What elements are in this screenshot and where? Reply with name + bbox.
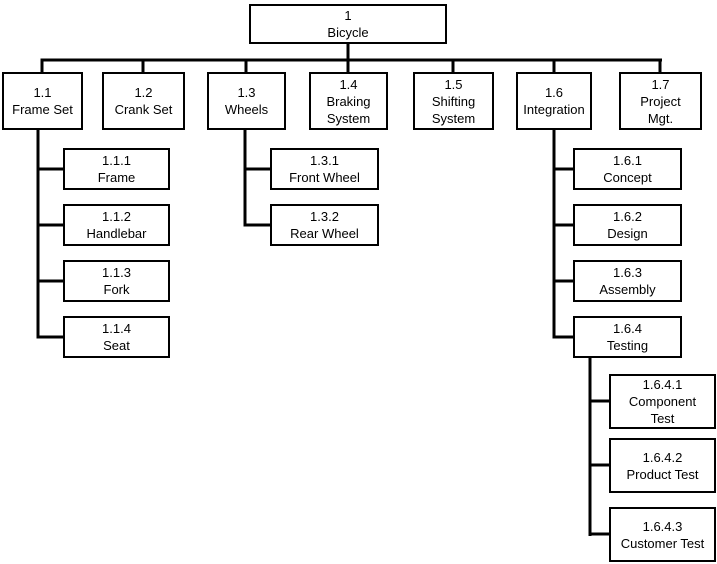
wbs-node-label: Testing	[606, 338, 649, 353]
wbs-node-code: 1.6	[544, 85, 564, 100]
wbs-node-code: 1	[344, 8, 352, 23]
wbs-node-code: 1.1.1	[102, 153, 131, 168]
wbs-node-label: Component Test	[628, 394, 697, 426]
wbs-node-shifting-system: 1.5 Shifting System	[413, 72, 494, 130]
wbs-node-code: 1.5	[444, 76, 463, 92]
wbs-node-code: 1.1.4	[102, 321, 131, 336]
wbs-node-bicycle: 1 Bicycle	[249, 4, 447, 44]
wbs-node-code: 1.6.4.3	[642, 518, 683, 534]
wbs-node-label: Seat	[103, 338, 130, 353]
wbs-node-testing: 1.6.4 Testing	[573, 316, 682, 358]
connector-frame-set-branch	[36, 128, 64, 339]
wbs-node-label: Crank Set	[114, 102, 173, 117]
wbs-node-handlebar: 1.1.2 Handlebar	[63, 204, 170, 246]
wbs-node-code: 1.6.2	[613, 209, 642, 224]
wbs-node-label: Project Mgt.	[640, 93, 681, 126]
wbs-node-code: 1.6.1	[613, 153, 642, 168]
wbs-node-label: Design	[607, 226, 648, 241]
connector-wheels-branch	[243, 128, 271, 227]
wbs-node-front-wheel: 1.3.1 Front Wheel	[270, 148, 379, 190]
wbs-node-customer-test: 1.6.4.3 Customer Test	[609, 507, 716, 562]
wbs-node-design: 1.6.2 Design	[573, 204, 682, 246]
wbs-node-code: 1.1.3	[102, 265, 131, 280]
wbs-node-code: 1.1	[33, 85, 52, 100]
wbs-node-crank-set: 1.2 Crank Set	[102, 72, 185, 130]
wbs-node-label: Product Test	[626, 466, 699, 482]
wbs-node-label: Assembly	[599, 282, 656, 297]
wbs-node-code: 1.6.4.1	[642, 377, 683, 392]
wbs-node-component-test: 1.6.4.1 Component Test	[609, 374, 716, 429]
wbs-node-label: Rear Wheel	[290, 226, 359, 241]
wbs-node-code: 1.3.2	[310, 209, 339, 224]
wbs-node-label: Front Wheel	[289, 170, 360, 185]
connector-integration-branch	[552, 128, 574, 339]
wbs-node-label: Shifting System	[431, 93, 476, 126]
wbs-node-rear-wheel: 1.3.2 Rear Wheel	[270, 204, 379, 246]
wbs-node-code: 1.7	[651, 76, 670, 92]
wbs-node-label: Fork	[103, 282, 130, 297]
wbs-node-wheels: 1.3 Wheels	[207, 72, 286, 130]
connector-testing-branch	[588, 356, 610, 536]
wbs-node-label: Wheels	[224, 102, 269, 117]
wbs-node-code: 1.6.4	[613, 321, 642, 336]
wbs-node-code: 1.1.2	[102, 209, 131, 224]
wbs-node-code: 1.3.1	[310, 153, 339, 168]
wbs-node-fork: 1.1.3 Fork	[63, 260, 170, 302]
wbs-node-label: Frame	[97, 170, 136, 185]
wbs-node-label: Braking System	[326, 93, 371, 126]
wbs-node-label: Handlebar	[86, 226, 147, 241]
wbs-node-project-mgt: 1.7 Project Mgt.	[619, 72, 702, 130]
wbs-node-code: 1.6.3	[613, 265, 642, 280]
wbs-node-braking-system: 1.4 Braking System	[309, 72, 388, 130]
wbs-node-code: 1.6.4.2	[642, 449, 683, 465]
wbs-node-product-test: 1.6.4.2 Product Test	[609, 438, 716, 493]
wbs-node-code: 1.3	[237, 85, 256, 100]
wbs-node-frame: 1.1.1 Frame	[63, 148, 170, 190]
wbs-node-label: Customer Test	[620, 535, 705, 551]
wbs-node-label: Frame Set	[12, 102, 73, 117]
wbs-node-frame-set: 1.1 Frame Set	[2, 72, 83, 130]
wbs-node-label: Bicycle	[327, 25, 369, 40]
wbs-node-code: 1.2	[134, 85, 153, 100]
wbs-node-label: Concept	[603, 170, 652, 185]
wbs-node-assembly: 1.6.3 Assembly	[573, 260, 682, 302]
wbs-node-code: 1.4	[339, 76, 358, 92]
wbs-node-concept: 1.6.1 Concept	[573, 148, 682, 190]
wbs-node-label: Integration	[523, 102, 585, 117]
wbs-node-seat: 1.1.4 Seat	[63, 316, 170, 358]
wbs-node-integration: 1.6 Integration	[516, 72, 592, 130]
connector-root-bus	[40, 42, 662, 73]
